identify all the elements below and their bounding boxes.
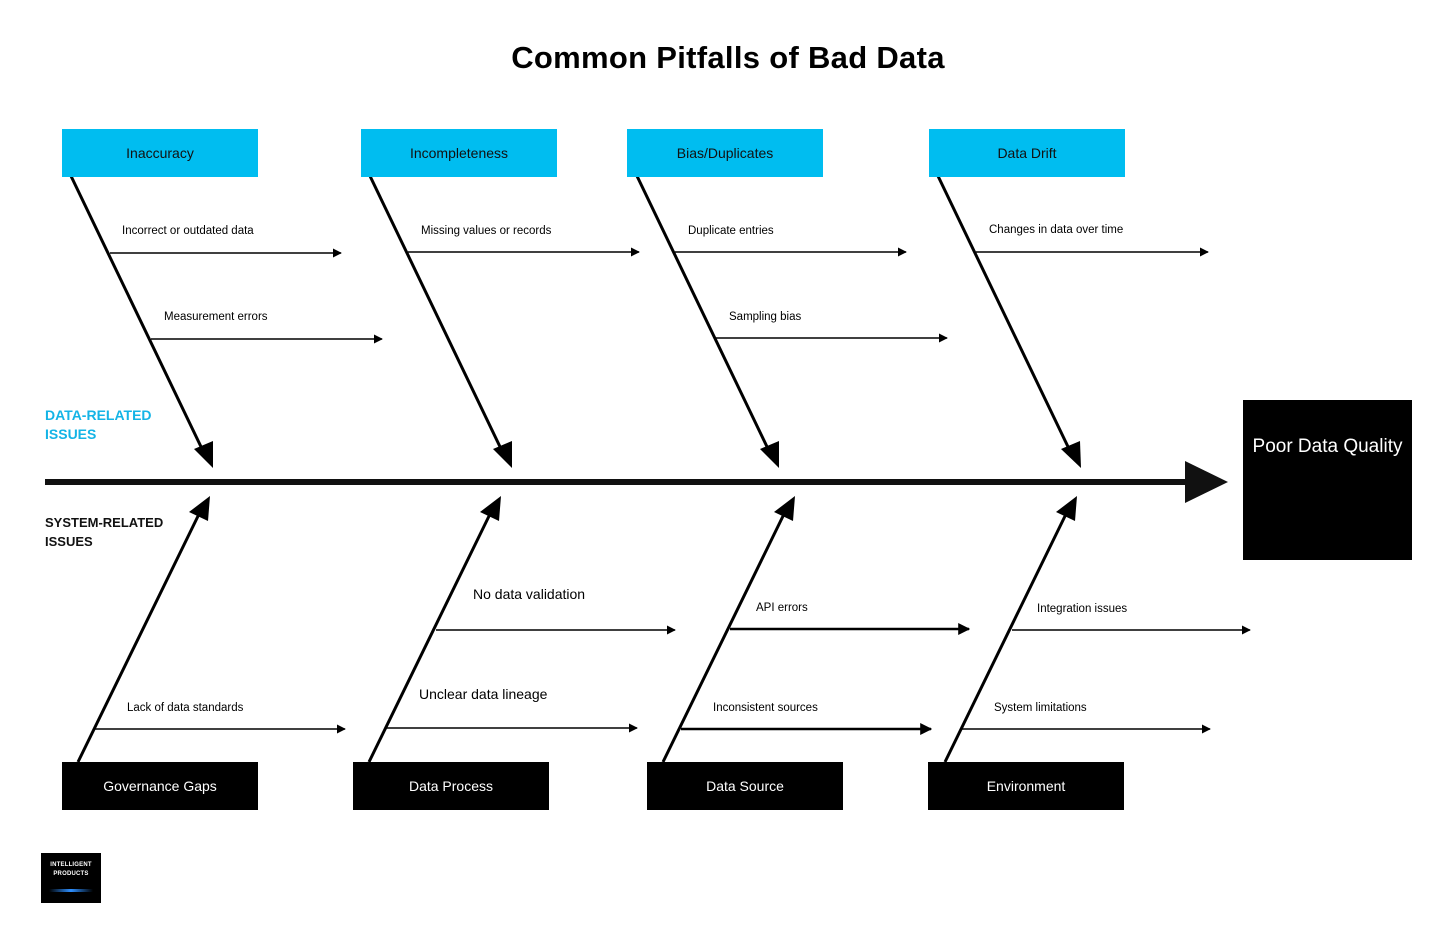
effect-label: Poor Data Quality xyxy=(1252,436,1403,457)
cause-integration-issues: Integration issues xyxy=(1037,603,1128,615)
logo-line-1: INTELLIGENT xyxy=(50,862,92,868)
bone-inaccuracy xyxy=(69,175,206,454)
logo-line-2: PRODUCTS xyxy=(53,871,89,877)
category-governance-gaps: Governance Gaps xyxy=(62,762,258,810)
bone-data-source xyxy=(661,511,787,763)
bone-bias-duplicates-arrowhead xyxy=(760,441,779,468)
effect-box: Poor Data Quality xyxy=(1243,400,1412,560)
category-bias-duplicates: Bias/Duplicates xyxy=(627,129,823,177)
category-data-source: Data Source xyxy=(647,762,843,810)
bone-incompleteness-arrowhead xyxy=(493,441,512,468)
spine-arrowhead xyxy=(1185,461,1228,503)
category-incompleteness: Incompleteness xyxy=(361,129,557,177)
intelligent-products-logo: INTELLIGENT PRODUCTS xyxy=(41,853,101,903)
bone-data-process xyxy=(367,511,493,763)
bone-data-drift-arrowhead xyxy=(1061,441,1081,468)
bone-environment xyxy=(943,511,1069,763)
logo-glow xyxy=(49,889,93,892)
cause-unclear-data-lineage: Unclear data lineage xyxy=(419,686,548,702)
bone-environment-arrowhead xyxy=(1056,496,1077,521)
category-environment: Environment xyxy=(928,762,1124,810)
page-title: Common Pitfalls of Bad Data xyxy=(511,40,945,75)
cause-changes-over-time: Changes in data over time xyxy=(989,224,1124,236)
cause-lack-of-standards: Lack of data standards xyxy=(127,702,244,714)
bone-inaccuracy-arrowhead xyxy=(194,441,213,468)
bone-data-source-arrowhead xyxy=(774,496,795,521)
category-data-drift: Data Drift xyxy=(929,129,1125,177)
cause-system-limitations: System limitations xyxy=(994,702,1087,714)
cause-api-errors: API errors xyxy=(756,602,808,614)
logo-wordmark: INTELLIGENT PRODUCTS xyxy=(41,861,101,879)
category-data-process: Data Process xyxy=(353,762,549,810)
bone-incompleteness xyxy=(368,175,505,454)
bone-bias-duplicates xyxy=(635,175,772,454)
cause-missing-values: Missing values or records xyxy=(421,225,552,237)
bone-governance-gaps xyxy=(76,511,202,763)
bone-data-drift xyxy=(936,175,1073,454)
section-label-system-related: SYSTEM-RELATED ISSUES xyxy=(45,515,164,549)
cause-inconsistent-sources: Inconsistent sources xyxy=(713,702,818,714)
bone-governance-gaps-arrowhead xyxy=(189,496,210,521)
section-label-data-related: DATA-RELATED ISSUES xyxy=(45,407,152,442)
bone-data-process-arrowhead xyxy=(480,496,501,521)
cause-measurement-errors: Measurement errors xyxy=(164,311,268,323)
category-inaccuracy: Inaccuracy xyxy=(62,129,258,177)
cause-sampling-bias: Sampling bias xyxy=(729,311,802,323)
cause-duplicate-entries: Duplicate entries xyxy=(688,225,774,237)
cause-incorrect-outdated-data: Incorrect or outdated data xyxy=(122,225,254,237)
cause-no-data-validation: No data validation xyxy=(473,586,586,602)
